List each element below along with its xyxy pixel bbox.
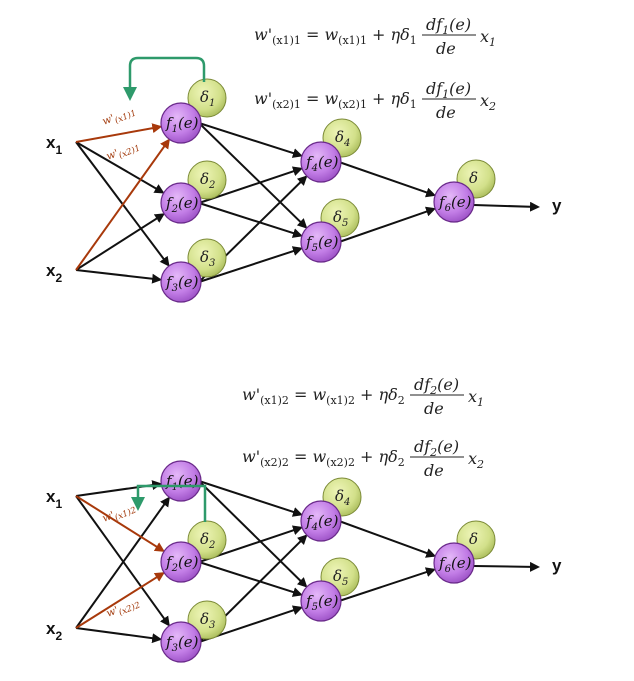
hidden-edge (338, 567, 436, 602)
neuron-node: f5(e) (300, 221, 342, 263)
hidden-edge (198, 561, 303, 597)
svg-text:df1(e): df1(e) (426, 15, 471, 37)
svg-text:δ2: δ2 (200, 530, 215, 551)
svg-text:f1(e): f1(e) (165, 114, 199, 135)
svg-text:w'(x2)2 = w(x2)2 + ηδ2: w'(x2)2 = w(x2)2 + ηδ2 (242, 447, 405, 469)
hidden-edge (198, 246, 303, 283)
svg-text:f2(e): f2(e) (165, 194, 199, 215)
hidden-edge (198, 480, 308, 588)
neuron-node: f1(e) (160, 102, 202, 144)
svg-text:f4(e): f4(e) (305, 512, 339, 533)
svg-text:x2: x2 (468, 449, 484, 471)
svg-text:de: de (424, 399, 444, 418)
hidden-edge (338, 520, 437, 558)
svg-text:δ5: δ5 (333, 567, 348, 588)
svg-text:de: de (436, 103, 456, 122)
hidden-edge (198, 122, 303, 158)
highlighted-weight-edge (75, 495, 165, 552)
svg-text:f6(e): f6(e) (438, 554, 472, 575)
input-label: x2 (46, 261, 62, 285)
svg-text:f1(e): f1(e) (165, 472, 199, 493)
error-delta-node: δ2 (187, 160, 227, 200)
error-feedback-arrow (123, 56, 206, 101)
svg-text:f4(e): f4(e) (305, 153, 339, 174)
update-formula: w'(x1)2 = w(x1)2 + ηδ2 df2(e) de x1 (242, 375, 484, 418)
svg-text:x1: x1 (468, 387, 484, 409)
svg-text:df2(e): df2(e) (414, 375, 459, 397)
hidden-edge (198, 480, 303, 517)
svg-text:de: de (436, 39, 456, 58)
highlighted-weight-edge (75, 123, 163, 143)
input-edge (75, 495, 170, 627)
svg-text:δ4: δ4 (335, 487, 350, 508)
input-edge (75, 496, 170, 629)
svg-text:δ3: δ3 (200, 610, 215, 631)
weight-label: w'(x2)2 (105, 596, 142, 623)
diagram-2: w'(x1)2 = w(x1)2 + ηδ2 df2(e) de x1 w'(x2)2 … (46, 375, 562, 663)
input-edge (75, 141, 165, 194)
diagram-1: w'(x1)1 = w(x1)1 + ηδ1 df1(e) de x1 w'(x2)1 … (46, 15, 562, 303)
svg-text:δ1: δ1 (200, 88, 215, 109)
weight-label: w'(x2)1 (105, 139, 142, 166)
svg-text:df2(e): df2(e) (414, 437, 459, 459)
error-feedback-arrow (131, 484, 207, 522)
svg-text:w'(x1)1 = w(x1)1 + ηδ1: w'(x1)1 = w(x1)1 + ηδ1 (254, 25, 417, 47)
neuron-node: f3(e) (160, 261, 202, 303)
update-formula: w'(x2)1 = w(x2)1 + ηδ1 df1(e) de x2 (254, 79, 496, 122)
svg-text:x1: x1 (480, 27, 496, 49)
svg-text:δ: δ (469, 169, 478, 187)
neuron-node: f4(e) (300, 500, 342, 542)
output-edge (473, 201, 540, 212)
hidden-edge (198, 202, 303, 238)
output-label: y (552, 556, 562, 575)
output-label: y (552, 196, 562, 215)
svg-text:f3(e): f3(e) (165, 633, 199, 654)
neuron-node: f3(e) (160, 621, 202, 663)
input-edge (75, 213, 165, 271)
svg-text:f6(e): f6(e) (438, 193, 472, 214)
input-edge (75, 627, 163, 644)
highlighted-weight-edge (75, 138, 170, 271)
input-label: x2 (46, 619, 62, 643)
neuron-node: f6(e) (433, 542, 475, 584)
svg-text:δ3: δ3 (200, 248, 215, 269)
svg-text:f5(e): f5(e) (305, 233, 339, 254)
neuron-node: f2(e) (160, 182, 202, 224)
svg-text:f2(e): f2(e) (165, 553, 199, 574)
hidden-edge (198, 122, 308, 229)
weight-label: w'(x1)1 (101, 104, 138, 131)
svg-text:δ4: δ4 (335, 128, 350, 149)
input-edge (75, 269, 163, 284)
svg-text:δ2: δ2 (200, 170, 215, 191)
input-label: x1 (46, 487, 62, 511)
input-label: x1 (46, 133, 62, 157)
hidden-edge (338, 161, 437, 198)
svg-text:w'(x1)2 = w(x1)2 + ηδ2: w'(x1)2 = w(x1)2 + ηδ2 (242, 385, 405, 407)
svg-text:δ5: δ5 (333, 208, 348, 229)
svg-text:de: de (424, 461, 444, 480)
error-delta-node: δ3 (187, 600, 227, 640)
error-delta-node: δ3 (187, 238, 227, 278)
neuron-node: f1(e) (160, 460, 202, 502)
update-formula: w'(x2)2 = w(x2)2 + ηδ2 df2(e) de x2 (242, 437, 484, 480)
svg-text:δ: δ (469, 530, 478, 548)
error-delta-node: δ2 (187, 520, 227, 560)
svg-text:f5(e): f5(e) (305, 592, 339, 613)
highlighted-weight-edge (75, 572, 165, 629)
svg-text:w'(x2)1 = w(x2)1 + ηδ1: w'(x2)1 = w(x2)1 + ηδ1 (254, 89, 417, 111)
svg-text:df1(e): df1(e) (426, 79, 471, 101)
hidden-edge (338, 206, 437, 243)
neuron-node: f2(e) (160, 541, 202, 583)
output-edge (473, 561, 540, 572)
svg-text:x2: x2 (480, 91, 496, 113)
error-delta-node: δ1 (187, 78, 227, 118)
neuron-node: f5(e) (300, 580, 342, 622)
neuron-node: f4(e) (300, 141, 342, 183)
svg-text:f3(e): f3(e) (165, 273, 199, 294)
update-formula: w'(x1)1 = w(x1)1 + ηδ1 df1(e) de x1 (254, 15, 496, 58)
neuron-node: f6(e) (433, 181, 475, 223)
